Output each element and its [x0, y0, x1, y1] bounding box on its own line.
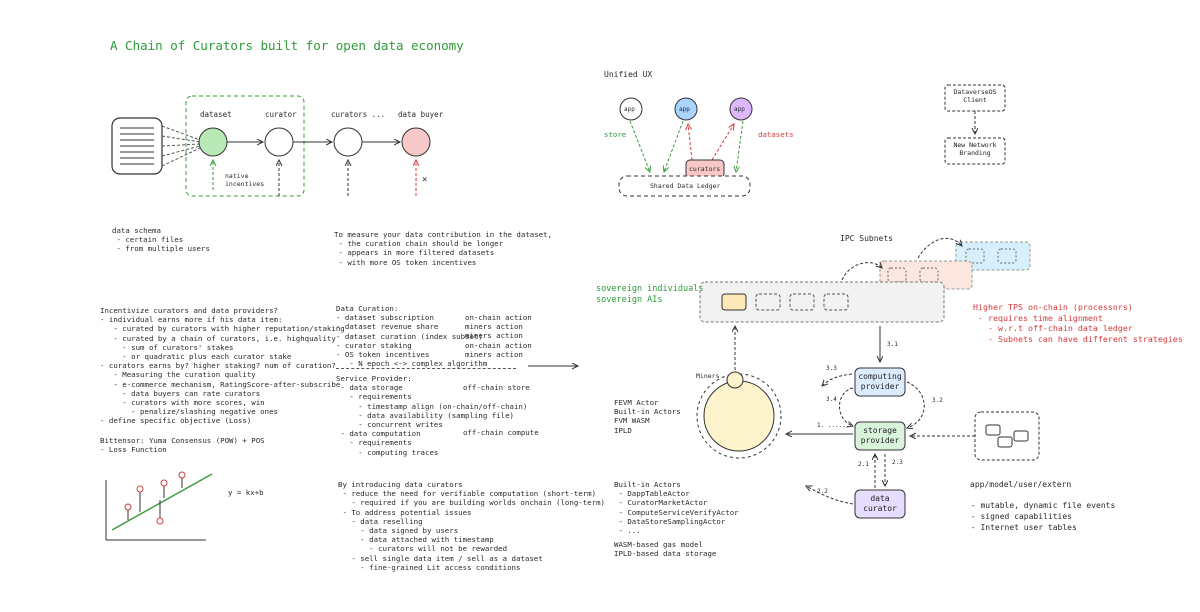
step-2-3: 2.3 — [892, 459, 903, 466]
data-curator-label: data curator — [863, 494, 897, 513]
incentivize-note: Incentivize curators and data providers?… — [100, 306, 345, 426]
reject-mark: × — [422, 175, 428, 185]
curator-label: curator — [265, 110, 297, 119]
storage-provider-label: storage provider — [860, 426, 900, 445]
unified-ux-title: Unified UX — [604, 70, 653, 79]
step-2-2: 2.2 — [817, 488, 828, 495]
step-3-1: 3.1 — [887, 341, 898, 348]
service-compute-label: off-chain compute — [463, 428, 539, 437]
ipc-subnets-diagram — [696, 237, 1040, 519]
ipc-title: IPC Subnets — [840, 234, 893, 243]
sovereign-label: sovereign individuals sovereign AIs — [596, 284, 704, 305]
data-buyer-label: data buyer — [398, 110, 444, 119]
curators-label: curators ... — [331, 110, 386, 119]
curators-box-label: curators — [689, 165, 721, 173]
note-divider — [336, 368, 516, 369]
curators-node — [333, 127, 363, 157]
branding-box — [944, 137, 1006, 165]
ledger-label: Shared Data Ledger — [650, 182, 721, 190]
store-label: store — [604, 130, 627, 139]
step-1: 1. ...... — [817, 422, 850, 429]
native-incentives-label: native incentives — [225, 172, 265, 188]
step-2-1: 2.1 — [858, 461, 869, 468]
data-stack-icon — [111, 117, 163, 175]
dataset-label: dataset — [200, 110, 232, 119]
data-buyer-node — [401, 127, 431, 157]
actors-note: FEVM Actor Built-in Actors FVM WASM IPLD — [614, 398, 681, 435]
page-title: A Chain of Curators built for open data … — [110, 38, 464, 53]
step-3-2: 3.2 — [932, 397, 943, 404]
fan-lines — [161, 125, 201, 167]
curator-node — [264, 127, 294, 157]
app-model-title: app/model/user/extern — [970, 480, 1072, 489]
step-3-3: 3.3 — [826, 365, 837, 372]
app-label-2: app — [679, 106, 690, 113]
miners-label: Miners — [696, 372, 720, 380]
measure-note: To measure your data contribution in the… — [334, 230, 553, 267]
datasets-label: datasets — [758, 130, 794, 139]
computing-provider-label: computing provider — [858, 372, 902, 391]
app-label-3: app — [734, 106, 745, 113]
introduce-note: By introducing data curators - reduce th… — [338, 480, 605, 572]
branding-label: New Network Branding — [953, 141, 997, 157]
curation-note: Data Curation: - dataset subscription - … — [336, 304, 488, 369]
step-3-4: 3.4 — [826, 396, 837, 403]
wasm-note: WASM-based gas model IPLD-based data sto… — [614, 540, 717, 559]
dataverse-client-label: DataverseOS Client — [953, 88, 997, 104]
schema-note: data schema - certain files - from multi… — [112, 226, 210, 254]
dataset-node — [198, 127, 228, 157]
builtin-actors-note: Built-in Actors - DappTableActor - Curat… — [614, 480, 739, 536]
service-note: Service Provider: - data storage - requi… — [336, 374, 528, 457]
unified-ux-diagram — [618, 97, 753, 197]
tps-note: Higher TPS on-chain (processors) - requi… — [973, 302, 1183, 344]
app-model-list: - mutable, dynamic file events - signed … — [970, 501, 1116, 532]
service-storage-label: off-chain store — [463, 383, 530, 392]
regression-sketch — [105, 471, 213, 541]
bittensor-note: Bittensor: Yuma Consensus (POW) + POS - … — [100, 436, 265, 455]
curation-actions: on-chain action miners action miners act… — [465, 313, 532, 359]
curation-boundary — [185, 95, 305, 197]
app-label-1: app — [624, 106, 635, 113]
regression-equation: y = kx+b — [228, 488, 264, 497]
